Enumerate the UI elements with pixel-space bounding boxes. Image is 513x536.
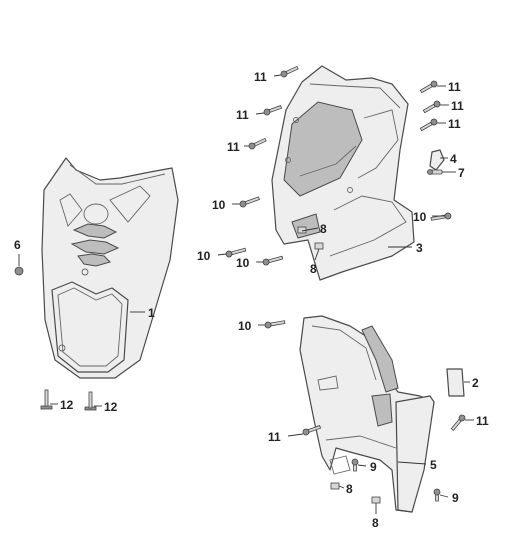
- callout-11f: 11: [448, 117, 461, 131]
- callout-9b: 9: [452, 491, 459, 505]
- callout-8a: 8: [320, 222, 327, 236]
- callout-10d: 10: [413, 210, 427, 224]
- bolts-11: [248, 65, 466, 436]
- badge-part: [446, 368, 470, 397]
- callout-6: 6: [14, 238, 21, 252]
- callout-11d: 11: [448, 80, 461, 94]
- leader-lines: [18, 74, 474, 514]
- callout-10e: 10: [238, 319, 252, 333]
- callout-8d: 8: [372, 516, 379, 530]
- lower-panel-part: [299, 315, 435, 513]
- screws-9: [351, 458, 441, 502]
- inner-leg-shield-part: [271, 65, 415, 281]
- callout-9a: 9: [370, 460, 377, 474]
- screw-7-part: [427, 169, 443, 175]
- callout-8b: 8: [310, 262, 317, 276]
- callout-12b: 12: [104, 400, 118, 414]
- callout-2: 2: [472, 376, 479, 390]
- callout-11e: 11: [451, 99, 464, 113]
- callout-10b: 10: [197, 249, 211, 263]
- callout-10a: 10: [212, 198, 226, 212]
- bracket-part: [429, 149, 445, 171]
- callout-1: 1: [148, 306, 155, 320]
- callout-11a: 11: [254, 70, 267, 84]
- callout-8c: 8: [346, 482, 353, 496]
- front-shield-part: [41, 157, 179, 379]
- callout-11c: 11: [227, 140, 240, 154]
- callout-12a: 12: [60, 398, 74, 412]
- callout-11g: 11: [268, 430, 281, 444]
- callout-3: 3: [416, 241, 423, 255]
- fasteners-12: [40, 389, 97, 411]
- nut-part: [14, 266, 24, 276]
- callout-11b: 11: [236, 108, 249, 122]
- callout-11h: 11: [476, 414, 489, 428]
- callout-5: 5: [430, 458, 437, 472]
- callout-7: 7: [458, 166, 465, 180]
- callout-10c: 10: [236, 256, 250, 270]
- callout-labels: 1 2 3 4 5 6 7 8 8 8 8 9 9 10 10 10 10 10…: [14, 70, 489, 530]
- callout-4: 4: [450, 152, 457, 166]
